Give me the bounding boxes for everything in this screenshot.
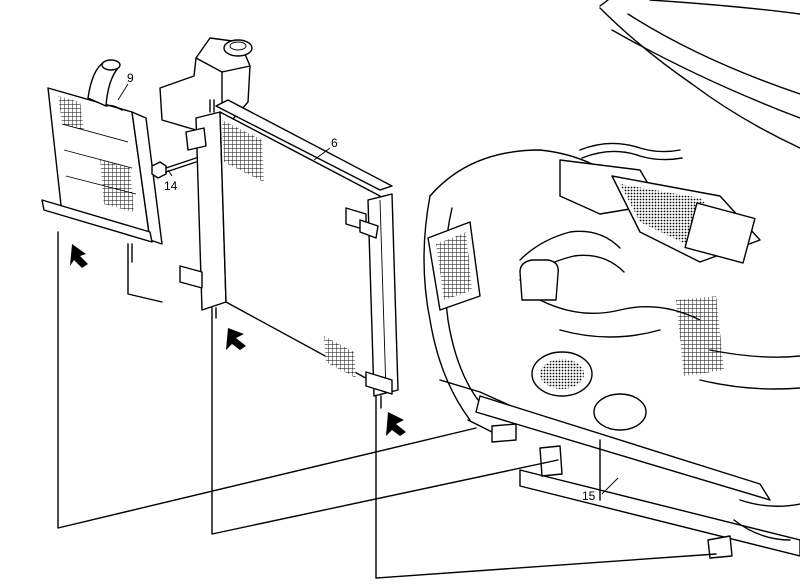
- radiator: [179, 99, 399, 409]
- bolt-14: [151, 157, 197, 179]
- arrow-radiator-right: [386, 412, 406, 436]
- callout-9: 9: [127, 71, 134, 85]
- engine-bay: [423, 0, 800, 559]
- callout-14: 14: [164, 179, 178, 193]
- callout-6: 6: [331, 136, 338, 150]
- intercooler: [41, 59, 163, 263]
- arrow-radiator-left: [226, 328, 246, 350]
- callout-leaders: [117, 83, 619, 495]
- arrow-intercooler: [70, 244, 88, 268]
- callout-15: 15: [582, 489, 596, 503]
- alignment-lines: [57, 231, 717, 579]
- arrows: [70, 244, 406, 436]
